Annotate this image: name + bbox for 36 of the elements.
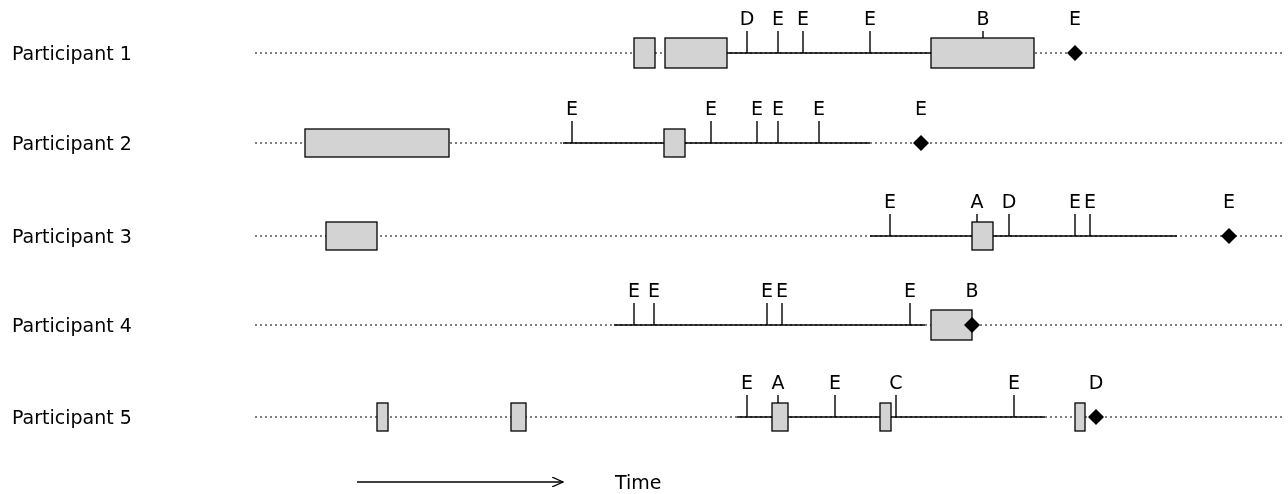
- event-letter: E: [797, 7, 809, 29]
- event-letter: E: [741, 371, 753, 393]
- event-letter: A: [771, 371, 785, 393]
- event-letter: E: [1069, 7, 1081, 29]
- event-letter: E: [813, 97, 825, 119]
- event-letter: E: [776, 279, 788, 301]
- event-letter: D: [1001, 190, 1017, 212]
- event-letter: E: [829, 371, 841, 393]
- event-letter: E: [1084, 190, 1096, 212]
- event-letter: C: [889, 371, 903, 393]
- event-letter: D: [739, 7, 755, 29]
- participant-label: Participant 5: [12, 406, 132, 428]
- event-letter: B: [965, 279, 979, 301]
- participant-label: Participant 3: [12, 225, 132, 247]
- participant-label: Participant 2: [12, 132, 132, 154]
- event-letter: D: [1088, 371, 1104, 393]
- event-letter: E: [566, 97, 578, 119]
- event-letter: E: [628, 279, 640, 301]
- participant-label: Participant 4: [12, 314, 132, 336]
- event-letter: E: [904, 279, 916, 301]
- event-letter: E: [761, 279, 773, 301]
- event-letter: E: [648, 279, 660, 301]
- event-letter: A: [970, 190, 984, 212]
- event-letter: E: [1223, 190, 1235, 212]
- event-letter: E: [705, 97, 717, 119]
- event-letter: E: [1069, 190, 1081, 212]
- event-letter: E: [751, 97, 763, 119]
- event-letter: E: [915, 97, 927, 119]
- event-letter: E: [772, 7, 784, 29]
- event-letter: E: [884, 190, 896, 212]
- event-letter: B: [976, 7, 990, 29]
- event-letter: E: [1008, 371, 1020, 393]
- event-letter: E: [864, 7, 876, 29]
- participant-label: Participant 1: [12, 42, 132, 64]
- event-letter: E: [772, 97, 784, 119]
- axis-label: Time: [615, 471, 662, 493]
